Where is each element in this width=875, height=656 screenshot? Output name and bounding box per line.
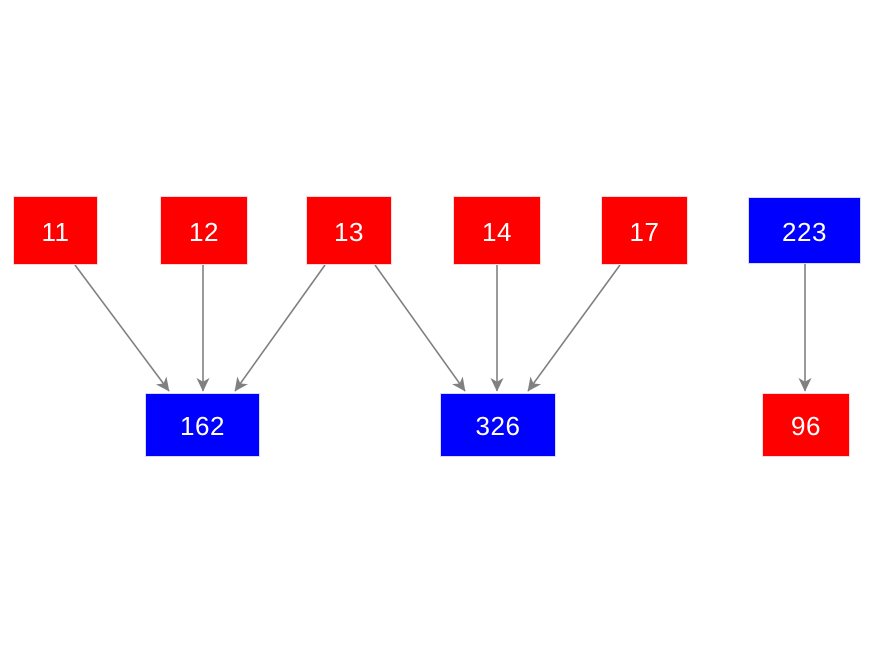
node-13[interactable]: 13 <box>306 196 392 265</box>
node-label: 14 <box>482 216 512 247</box>
edge-group <box>74 264 812 392</box>
node-17[interactable]: 17 <box>601 196 688 265</box>
node-11[interactable]: 11 <box>13 196 98 265</box>
edge-17-to-326 <box>527 264 621 392</box>
node-label: 11 <box>41 216 70 247</box>
edge-13-to-162 <box>234 264 326 392</box>
edge-13-to-326 <box>374 264 466 392</box>
node-label: 12 <box>189 216 219 247</box>
node-162[interactable]: 162 <box>145 393 260 457</box>
node-label: 162 <box>180 411 225 441</box>
node-12[interactable]: 12 <box>160 196 248 265</box>
node-326[interactable]: 326 <box>440 393 556 457</box>
node-label: 13 <box>334 216 364 247</box>
node-223[interactable]: 223 <box>748 197 861 264</box>
node-label: 223 <box>782 216 827 247</box>
node-label: 326 <box>475 411 521 441</box>
node-label: 96 <box>791 411 821 441</box>
node-label: 17 <box>629 216 660 247</box>
edge-11-to-162 <box>74 264 170 392</box>
node-14[interactable]: 14 <box>453 196 541 265</box>
node-96[interactable]: 96 <box>762 393 850 457</box>
